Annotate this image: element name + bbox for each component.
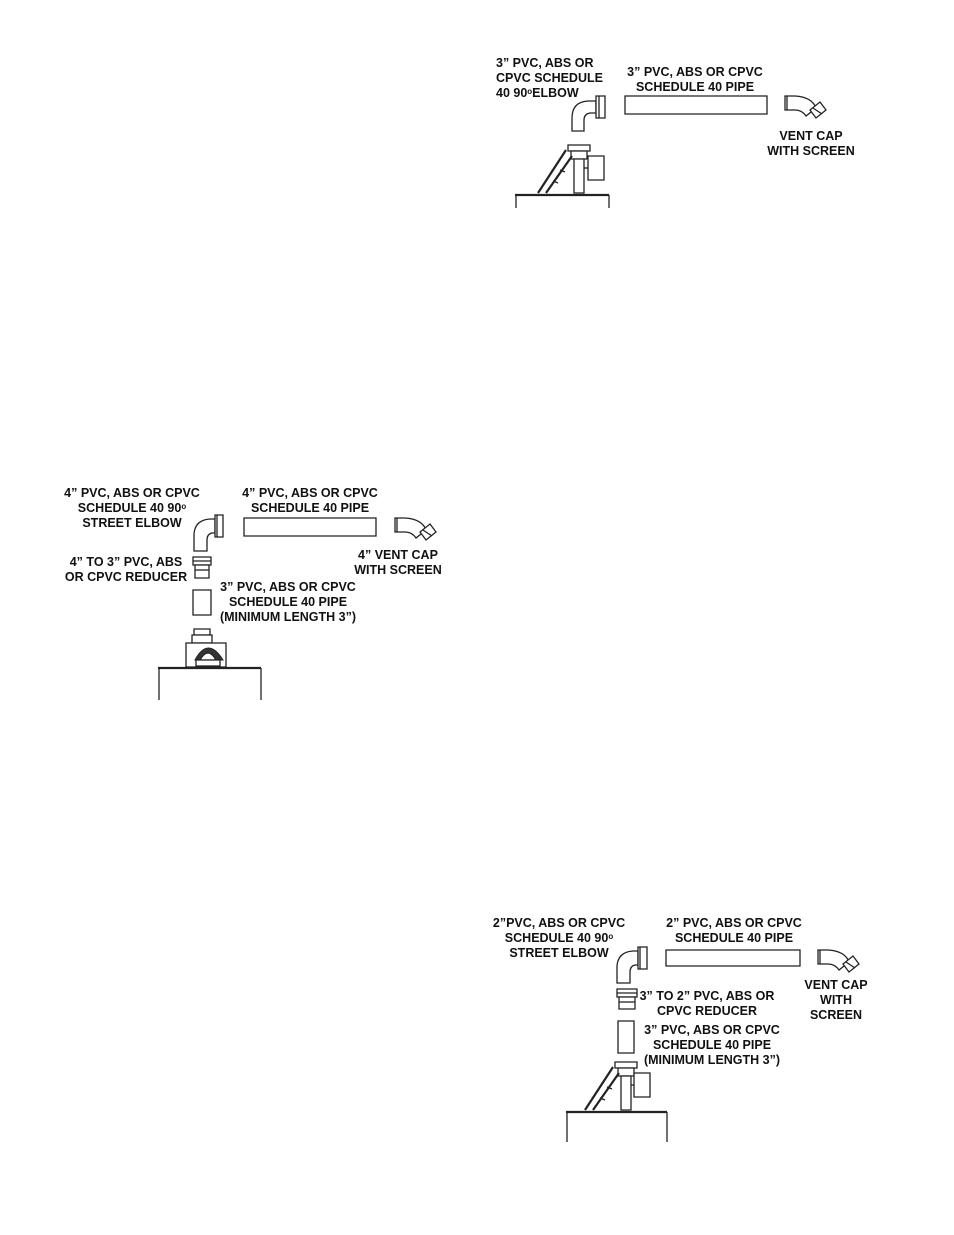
short-pipe-label: 3” PVC, ABS OR CPVC SCHEDULE 40 PIPE (MI… <box>643 1023 781 1067</box>
heater-top <box>158 629 261 700</box>
vent-cap-label: VENT CAP WITH SCREEN <box>767 129 855 158</box>
elbow-label: 2”PVC, ABS OR CPVC SCHEDULE 40 90o STREE… <box>492 916 626 960</box>
reducer <box>193 557 211 578</box>
short-pipe-label: 3” PVC, ABS OR CPVC SCHEDULE 40 PIPE (MI… <box>219 580 357 624</box>
street-elbow <box>617 947 647 983</box>
heater-top <box>515 145 609 208</box>
pipe-segment <box>666 950 800 966</box>
elbow-90 <box>572 96 605 131</box>
elbow-label: 3” PVC, ABS OR CPVC SCHEDULE 40 90oELBOW <box>496 56 603 100</box>
short-pipe <box>618 1021 634 1053</box>
vent-cap-label: VENT CAP WITH SCREEN <box>804 978 868 1022</box>
reducer-label: 3” TO 2” PVC, ABS OR CPVC REDUCER <box>639 989 775 1018</box>
vent-cap <box>395 518 436 540</box>
heater-top <box>566 1062 667 1142</box>
street-elbow <box>194 515 223 551</box>
pipe-label: 4” PVC, ABS OR CPVC SCHEDULE 40 PIPE <box>242 486 378 515</box>
reducer-label: 4” TO 3” PVC, ABS OR CPVC REDUCER <box>64 555 188 584</box>
reducer <box>617 989 637 1009</box>
pipe-label: 3” PVC, ABS OR CPVC SCHEDULE 40 PIPE <box>627 65 763 94</box>
pipe-segment <box>625 96 767 114</box>
vent-cap <box>785 96 826 118</box>
vent-cap <box>818 950 859 972</box>
pipe-segment <box>244 518 376 536</box>
pipe-label: 2” PVC, ABS OR CPVC SCHEDULE 40 PIPE <box>666 916 802 945</box>
short-pipe <box>193 590 211 615</box>
vent-cap-label: 4” VENT CAP WITH SCREEN <box>354 548 442 577</box>
elbow-label: 4” PVC, ABS OR CPVC SCHEDULE 40 90o STRE… <box>64 486 200 530</box>
